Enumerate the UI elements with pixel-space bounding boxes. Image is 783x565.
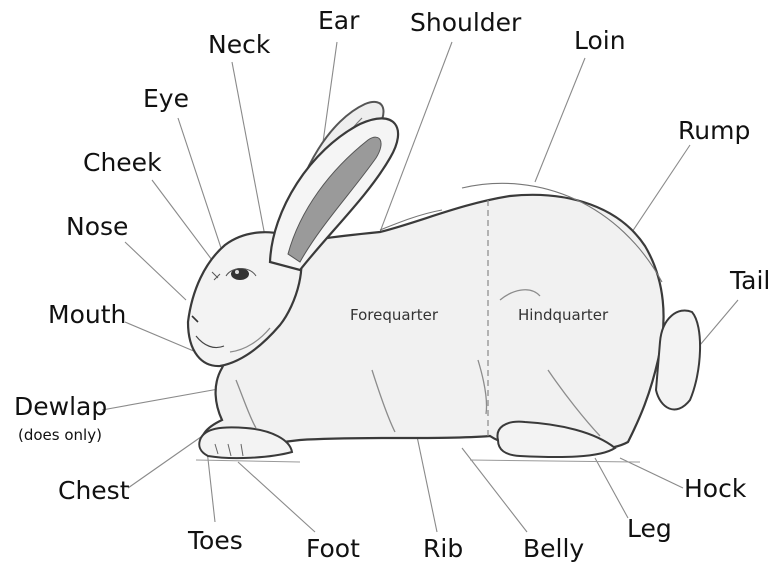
leader-line-tail: [700, 300, 738, 345]
label-dewlap-note: (does only): [18, 428, 102, 443]
leader-line-mouth: [125, 322, 196, 352]
region-hindquarter: Hindquarter: [518, 308, 608, 323]
leader-line-eye: [178, 118, 225, 260]
leader-line-rump: [632, 145, 690, 232]
leader-line-dewlap: [102, 388, 224, 410]
label-rib: Rib: [423, 536, 463, 561]
leader-line-cheek: [152, 180, 218, 268]
label-hock: Hock: [684, 476, 746, 501]
label-shoulder: Shoulder: [410, 10, 521, 35]
leader-line-hock: [620, 458, 683, 488]
label-loin: Loin: [574, 28, 626, 53]
leader-line-loin: [535, 58, 585, 182]
label-foot: Foot: [306, 536, 360, 561]
label-rump: Rump: [678, 118, 750, 143]
label-dewlap: Dewlap: [14, 394, 107, 419]
label-mouth: Mouth: [48, 302, 126, 327]
label-toes: Toes: [188, 528, 243, 553]
label-ear: Ear: [318, 8, 359, 33]
region-forequarter: Forequarter: [350, 308, 438, 323]
leader-line-nose: [125, 242, 186, 300]
leader-line-leg: [595, 458, 628, 518]
label-neck: Neck: [208, 32, 270, 57]
label-nose: Nose: [66, 214, 128, 239]
label-eye: Eye: [143, 86, 189, 111]
ground-line: [196, 460, 640, 462]
label-tail: Tail: [730, 268, 770, 293]
label-leg: Leg: [627, 516, 672, 541]
label-cheek: Cheek: [83, 150, 162, 175]
label-belly: Belly: [523, 536, 584, 561]
label-chest: Chest: [58, 478, 130, 503]
leader-line-foot: [238, 462, 315, 532]
